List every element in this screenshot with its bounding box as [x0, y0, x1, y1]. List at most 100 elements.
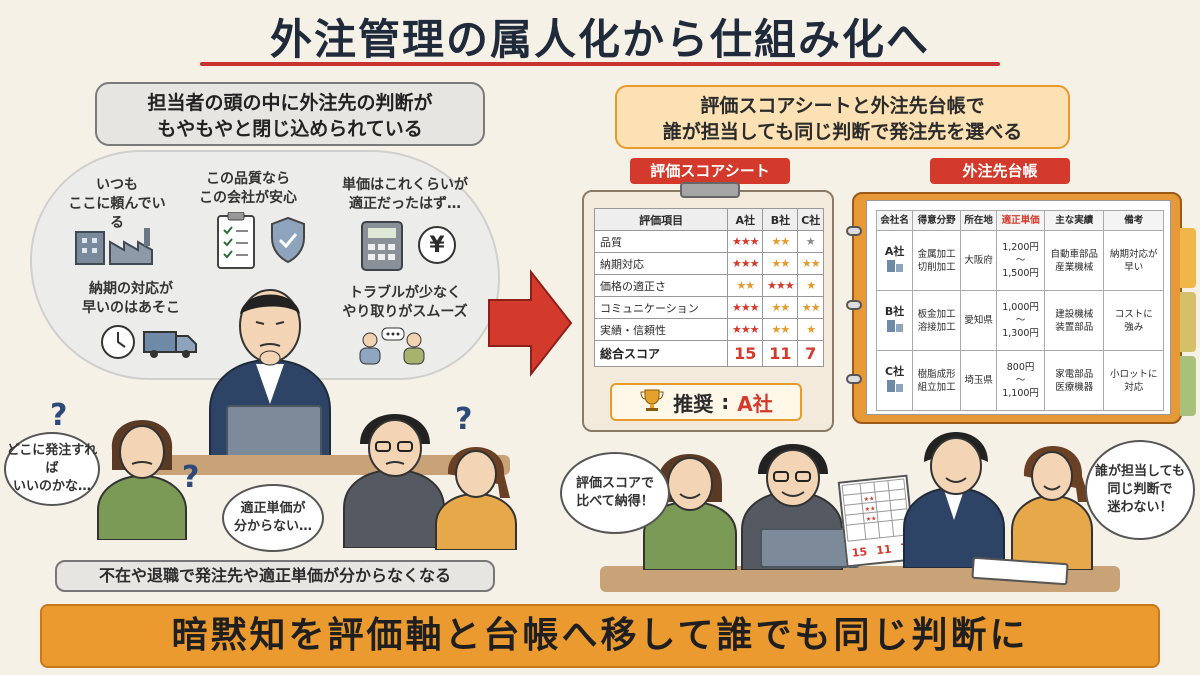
column-header: 会社名 — [875, 210, 914, 231]
rating-stars: ★★★ — [727, 296, 764, 319]
company-cell: A社 — [875, 230, 914, 291]
thought-line: 納期の対応が — [89, 281, 173, 297]
question-mark-icon: ? — [455, 402, 473, 437]
rating-stars: ★★ — [797, 296, 824, 319]
specialty-cell: 板金加工溶接加工 — [912, 290, 961, 351]
thought-line: 単価はこれくらいが — [342, 177, 468, 193]
desk — [150, 455, 510, 475]
thought-line: いつも — [96, 177, 138, 193]
thought-quality: この品質なら この会社が安心 — [188, 170, 308, 208]
svg-text:★★: ★★ — [863, 495, 874, 503]
company-cell: C社 — [875, 350, 914, 411]
rating-stars: ★ — [797, 318, 824, 341]
column-header: 得意分野 — [912, 210, 961, 231]
price-range-sep: 〜 — [1015, 315, 1026, 326]
clipboard-clip — [680, 182, 740, 198]
question-mark-icon: ? — [182, 460, 200, 495]
rating-stars: ★★ — [762, 296, 799, 319]
man-presenting-illustration — [900, 418, 1010, 572]
column-header: 評価項目 — [593, 208, 729, 231]
record: 産業機械 — [1055, 261, 1094, 273]
bubble-line: 比べて納得！ — [576, 494, 654, 509]
binder-ring — [846, 226, 862, 236]
rating-stars: ★★★ — [762, 274, 799, 297]
record-cell: 建設機械装置部品 — [1043, 290, 1105, 351]
confused-woman-illustration — [92, 400, 192, 544]
speech-bubble-price: 適正単価が 分からない… — [222, 484, 324, 552]
note: 強み — [1124, 321, 1144, 333]
record-cell: 家電部品医療機器 — [1043, 350, 1105, 411]
company-cell: B社 — [875, 290, 914, 351]
ledger-header-row: 会社名 得意分野 所在地 適正単価 主な実績 備考 — [875, 210, 1164, 231]
company-building-icon — [877, 318, 912, 336]
mini-sheet-grid: ★★★★★★ — [841, 478, 911, 542]
table-row: 品質 ★★★ ★★ ★ — [593, 230, 824, 253]
column-header: 主な実績 — [1043, 210, 1105, 231]
bubble-line: 同じ判断で — [1107, 482, 1173, 497]
rating-stars: ★★ — [727, 274, 764, 297]
laptop-icon — [226, 405, 322, 459]
specialty-cell: 樹脂成形組立加工 — [912, 350, 961, 411]
score-table: 評価項目 A社 B社 C社 品質 ★★★ ★★ ★ 納期対応 ★★★ ★★ ★★… — [593, 208, 824, 367]
criterion-label: 納期対応 — [593, 252, 729, 275]
mini-total-a: 15 — [851, 545, 868, 560]
svg-text:★★: ★★ — [865, 515, 876, 523]
bubble-line: 分からない… — [233, 519, 312, 534]
binder-tab — [1180, 228, 1196, 288]
rating-stars: ★★ — [762, 252, 799, 275]
record: 医療機器 — [1055, 381, 1094, 393]
thought-delivery: 納期の対応が 早いのはあそこ — [76, 280, 186, 318]
column-header: 所在地 — [959, 210, 998, 231]
price-max: 1,300円 — [1002, 328, 1039, 339]
bubble-line: どこに発注すれば — [6, 443, 98, 476]
criterion-label: 品質 — [593, 230, 729, 253]
right-header-box: 評価スコアシートと外注先台帳で 誰が担当しても同じ判断で発注先を選べる — [615, 85, 1070, 149]
rating-stars: ★★★ — [727, 252, 764, 275]
ledger-tag: 外注先台帳 — [930, 158, 1070, 184]
price-cell: 800円〜1,100円 — [996, 350, 1045, 411]
location-cell: 愛知県 — [959, 290, 998, 351]
arrow-right-icon — [485, 268, 575, 382]
left-footer-note: 不在や退職で発注先や適正単価が分からなくなる — [55, 560, 495, 592]
company-building-icon — [877, 378, 912, 396]
thought-line: この会社が安心 — [199, 190, 297, 206]
thought-always: いつも ここに頼んでいる — [62, 176, 172, 233]
clock-truck-icon — [100, 322, 200, 366]
company-name: C社 — [885, 365, 905, 378]
ledger-table: 会社名 得意分野 所在地 適正単価 主な実績 備考 A社 金属加工切削加工 大阪… — [875, 210, 1164, 411]
left-header-line2: もやもやと閉じ込められている — [157, 118, 423, 140]
recommend-separator: : — [721, 390, 730, 414]
price-min: 1,200円 — [1002, 242, 1039, 253]
specialty: 組立加工 — [917, 381, 956, 393]
table-row: B社 板金加工溶接加工 愛知県 1,000円〜1,300円 建設機械装置部品 コ… — [875, 290, 1164, 351]
bubble-line: いいのかな… — [12, 479, 91, 494]
total-score-row: 総合スコア 15 11 7 — [593, 340, 824, 367]
mini-score-sheet: ★★★★★★ 15 11 7 — [837, 474, 917, 568]
right-header-line1: 評価スコアシートと外注先台帳で — [700, 95, 985, 117]
price-range-sep: 〜 — [1015, 255, 1026, 266]
speech-bubble-convinced: 評価スコアで 比べて納得！ — [560, 452, 670, 534]
woman-writing-illustration — [1008, 430, 1098, 574]
company-name: A社 — [884, 245, 905, 258]
rating-stars: ★ — [797, 274, 824, 297]
yen-coin-icon: ¥ — [418, 226, 456, 264]
calculator-icon — [360, 220, 408, 276]
speech-bubble-no-hesitation: 誰が担当しても 同じ判断で 迷わない！ — [1085, 440, 1195, 540]
question-mark-icon: ? — [50, 398, 68, 433]
binder-tab — [1180, 356, 1196, 416]
binder-ring — [846, 374, 862, 384]
record: 装置部品 — [1055, 321, 1094, 333]
note-cell: 小ロットに対応 — [1103, 350, 1164, 411]
location-cell: 大阪府 — [959, 230, 998, 291]
thought-price: 単価はこれくらいが 適正だったはず… — [330, 176, 480, 214]
price-cell: 1,200円〜1,500円 — [996, 230, 1045, 291]
criterion-label: コミュニケーション — [593, 296, 729, 319]
left-header-line1: 担当者の頭の中に外注先の判断が — [147, 92, 433, 114]
price-cell: 1,000円〜1,300円 — [996, 290, 1045, 351]
company-building-icon — [877, 258, 912, 276]
price-min: 800円 — [1006, 362, 1035, 373]
bubble-line: 迷わない！ — [1107, 500, 1173, 515]
criterion-label: 実績・信頼性 — [593, 318, 729, 341]
table-row: 実績・信頼性 ★★★ ★★ ★ — [593, 318, 824, 341]
binder-ring — [846, 300, 862, 310]
